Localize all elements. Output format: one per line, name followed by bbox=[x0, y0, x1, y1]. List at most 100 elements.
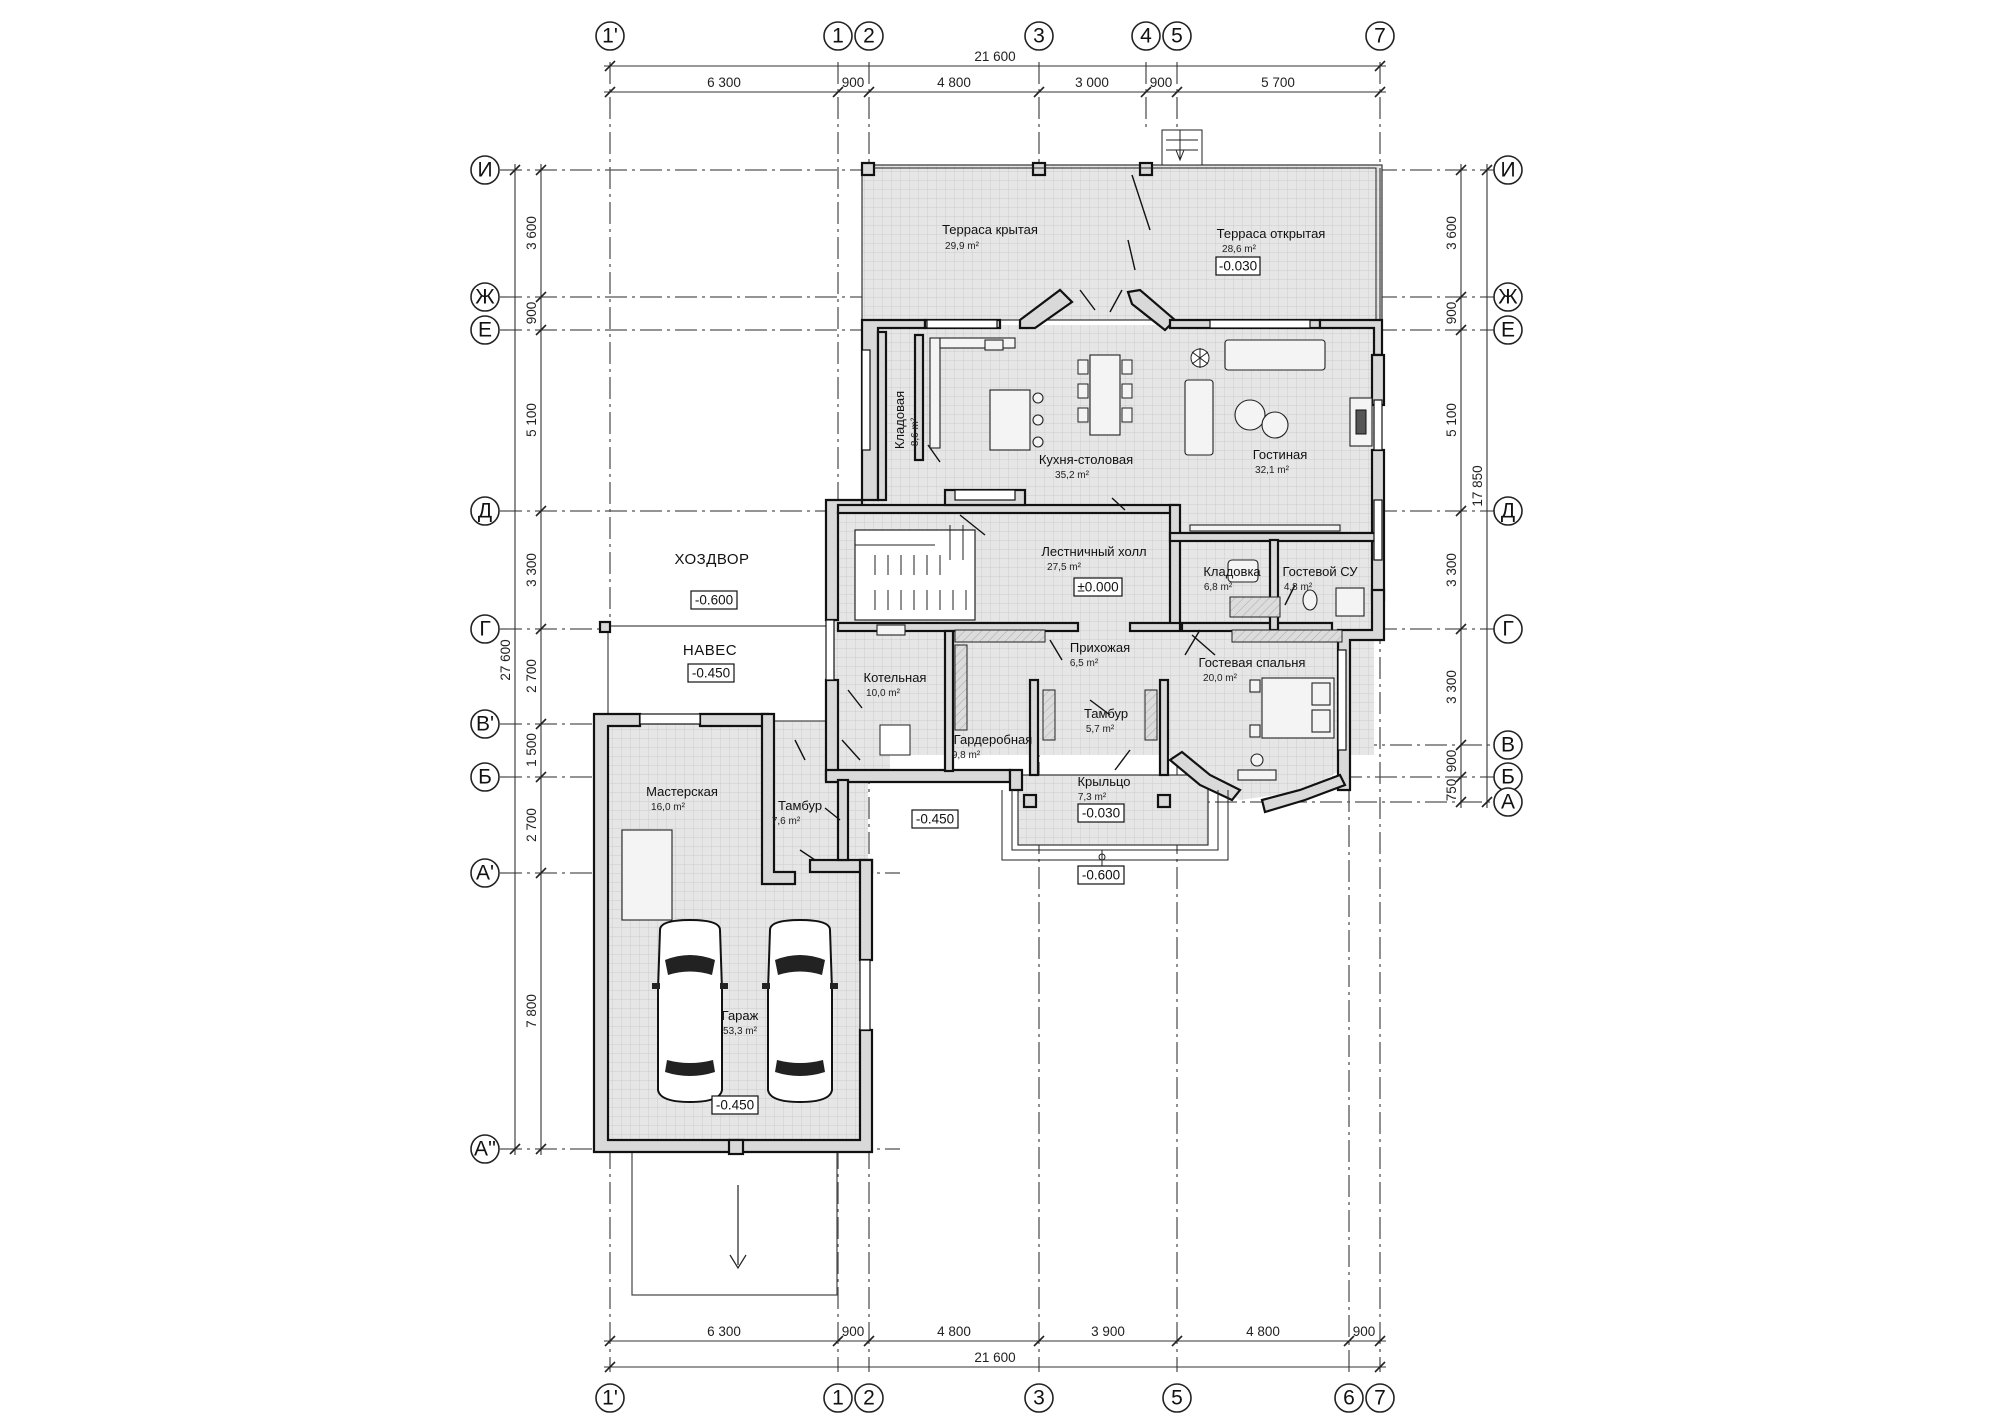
axis-bubble-right-a: А bbox=[1493, 787, 1523, 817]
svg-text:Прихожая: Прихожая bbox=[1070, 640, 1130, 655]
doors bbox=[794, 174, 1296, 861]
svg-text:1: 1 bbox=[832, 1387, 844, 1410]
boiler bbox=[876, 624, 906, 636]
axis-bubble-left-ap: А' bbox=[470, 858, 500, 888]
axis-bubble-right-g: Г bbox=[1493, 614, 1523, 644]
dimension-top-total-text: 21 600 bbox=[974, 49, 1015, 64]
bedroom-floor bbox=[1170, 630, 1340, 800]
svg-text:5: 5 bbox=[1171, 25, 1183, 48]
closet-kladovka bbox=[1229, 596, 1281, 618]
dimension-left-seg-1: 3 600 bbox=[524, 216, 539, 250]
room-wardrobe: Гардеробная 9,8 m² bbox=[952, 732, 1033, 761]
closet-bedroom bbox=[1231, 629, 1343, 643]
dimension-top-seg-1: 6 300 bbox=[707, 75, 741, 90]
svg-text:32,1 m²: 32,1 m² bbox=[1255, 465, 1290, 476]
cars bbox=[652, 918, 838, 1104]
kitchen-counter-top bbox=[939, 337, 1016, 349]
dimension-right-seg-4: 3 300 bbox=[1444, 553, 1459, 587]
axis-bubbles-right: И Ж Е Д Г В Б А bbox=[1493, 155, 1523, 817]
dimension-bottom-seg-1: 6 300 bbox=[707, 1324, 741, 1339]
svg-text:Мастерская: Мастерская bbox=[646, 784, 718, 799]
svg-text:-0.450: -0.450 bbox=[716, 1098, 754, 1113]
svg-text:9,8 m²: 9,8 m² bbox=[952, 750, 981, 761]
axis-bubble-bottom-7: 7 bbox=[1365, 1383, 1395, 1413]
level-entrance-path: -0.450 bbox=[911, 809, 959, 829]
axis-bubbles-left: И Ж Е Д Г В' Б А' А'' bbox=[470, 155, 500, 1164]
svg-text:Г: Г bbox=[479, 618, 490, 641]
room-kitchen-dining: Кухня-столовая 35,2 m² bbox=[1039, 452, 1133, 481]
dimension-top-total: 21 600 bbox=[604, 49, 1386, 72]
label-courtyard: ХОЗДВОР bbox=[674, 551, 749, 568]
axis-bubble-bottom-3: 3 bbox=[1024, 1383, 1054, 1413]
dimension-bottom-seg-2: 900 bbox=[842, 1324, 865, 1339]
washbasin bbox=[1227, 559, 1259, 583]
svg-text:5,7 m²: 5,7 m² bbox=[1086, 724, 1115, 735]
level-porch: -0.030 bbox=[1077, 803, 1125, 823]
windows bbox=[639, 319, 1383, 1031]
svg-text:-0.030: -0.030 bbox=[1219, 259, 1257, 274]
svg-text:16,0 m²: 16,0 m² bbox=[651, 802, 686, 813]
sofa-top bbox=[1224, 339, 1326, 371]
closet-vestibule-left bbox=[1042, 689, 1056, 741]
svg-text:-0.030: -0.030 bbox=[1082, 806, 1120, 821]
walls bbox=[592, 161, 1386, 1156]
svg-text:6: 6 bbox=[1343, 1387, 1355, 1410]
hall-shelf bbox=[1189, 524, 1341, 532]
dimension-left-seg-5: 2 700 bbox=[524, 659, 539, 693]
svg-text:7: 7 bbox=[1374, 1387, 1386, 1410]
svg-text:2: 2 bbox=[863, 1387, 875, 1410]
svg-text:Д: Д bbox=[1501, 500, 1515, 523]
axis-bubble-bottom-2: 2 bbox=[854, 1383, 884, 1413]
workbench bbox=[621, 829, 673, 921]
svg-text:1: 1 bbox=[832, 25, 844, 48]
svg-text:8,6 m²: 8,6 m² bbox=[910, 417, 921, 446]
svg-text:3: 3 bbox=[1033, 1387, 1045, 1410]
svg-text:27,5 m²: 27,5 m² bbox=[1047, 562, 1082, 573]
room-boiler: Котельная 10,0 m² bbox=[864, 670, 927, 699]
dimension-right-seg-6: 900 bbox=[1444, 750, 1459, 773]
svg-text:Гостевая спальня: Гостевая спальня bbox=[1199, 655, 1306, 670]
axis-bubble-left-i: И bbox=[470, 155, 500, 185]
axis-bubble-left-g: Г bbox=[470, 614, 500, 644]
level-terrace: -0.030 bbox=[1215, 256, 1261, 276]
room-labels: Терраса крытая 29,9 m² Терраса открытая … bbox=[646, 222, 1358, 1037]
svg-text:Е: Е bbox=[1501, 319, 1515, 342]
svg-text:2: 2 bbox=[863, 25, 875, 48]
coffee-table-1 bbox=[1234, 399, 1266, 431]
svg-text:Гараж: Гараж bbox=[722, 1008, 759, 1023]
room-terrace-covered: Терраса крытая 29,9 m² bbox=[942, 222, 1038, 252]
dimension-right-total: 17 850 bbox=[1470, 164, 1493, 808]
axis-bubble-left-zh: Ж bbox=[470, 282, 500, 312]
room-pantry: Кладовая 8,6 m² bbox=[892, 391, 921, 449]
dimension-bottom-seg-5: 4 800 bbox=[1246, 1324, 1280, 1339]
dimension-bottom-total-text: 21 600 bbox=[974, 1350, 1015, 1365]
svg-text:5: 5 bbox=[1171, 1387, 1183, 1410]
svg-text:Е: Е bbox=[478, 319, 492, 342]
svg-text:10,0 m²: 10,0 m² bbox=[866, 688, 901, 699]
svg-text:А': А' bbox=[476, 862, 494, 885]
dimension-bottom-seg-6: 900 bbox=[1353, 1324, 1376, 1339]
svg-text:Терраса открытая: Терраса открытая bbox=[1217, 226, 1326, 241]
svg-text:±0.000: ±0.000 bbox=[1077, 580, 1118, 595]
sofa-left bbox=[1184, 379, 1214, 456]
coffee-table-2 bbox=[1261, 411, 1289, 439]
axis-bubble-left-b: Б bbox=[470, 762, 500, 792]
toilet bbox=[1302, 589, 1318, 611]
direction-arrows bbox=[729, 130, 1185, 1270]
dimension-top-seg-6: 5 700 bbox=[1261, 75, 1295, 90]
dimension-left-seg-6: 1 500 bbox=[524, 733, 539, 767]
closet-wardrobe bbox=[954, 644, 968, 731]
dimension-bottom-total: 21 600 bbox=[604, 1350, 1386, 1373]
level-porch-step: -0.600 bbox=[1077, 865, 1125, 885]
svg-text:А: А bbox=[1501, 791, 1515, 814]
dimension-top-seg-5: 900 bbox=[1150, 75, 1173, 90]
closet-hall bbox=[954, 629, 1046, 643]
room-workshop: Мастерская 16,0 m² bbox=[646, 784, 718, 813]
svg-text:7,6 m²: 7,6 m² bbox=[772, 816, 801, 827]
shower bbox=[1335, 587, 1365, 617]
svg-text:Лестничный холл: Лестничный холл bbox=[1041, 544, 1146, 559]
svg-text:А'': А'' bbox=[474, 1138, 496, 1161]
room-guest-bedroom: Гостевая спальня 20,0 m² bbox=[1199, 655, 1306, 684]
axis-bubbles-top: 1' 1 2 3 4 5 7 bbox=[595, 21, 1395, 51]
